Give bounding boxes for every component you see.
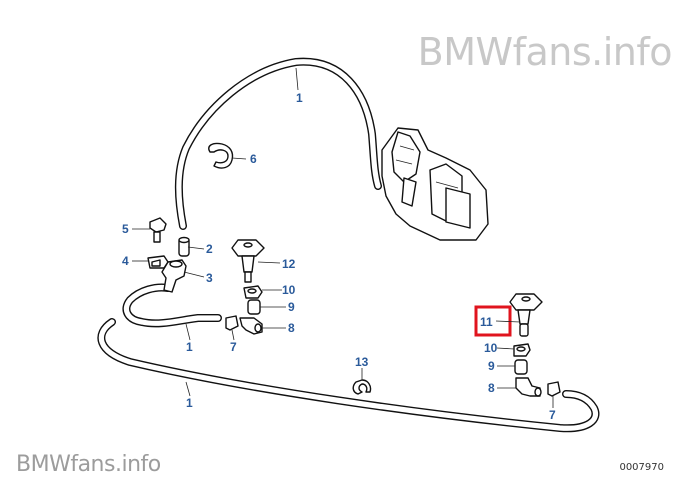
hose-top [174, 57, 382, 230]
nozzle-right [509, 293, 543, 337]
elbow-right [515, 377, 542, 397]
label-item-5: 5 [122, 222, 129, 236]
hose-left [122, 283, 222, 328]
label-hose-bottom: 1 [186, 396, 193, 410]
t-piece [161, 259, 187, 293]
grommet-right [513, 343, 531, 357]
watermark-top: BMWfans.info [417, 30, 673, 74]
label-item-7-left: 7 [230, 340, 237, 354]
label-hose-left: 1 [186, 340, 193, 354]
label-item-8-left: 8 [288, 321, 295, 335]
label-nozzle-12: 12 [282, 257, 296, 271]
label-item-10-right: 10 [484, 341, 498, 355]
bracket-clip [208, 142, 234, 169]
check-valve-right [547, 381, 561, 397]
grommet-left [243, 285, 263, 299]
connector [178, 236, 190, 257]
label-hose-top: 1 [296, 91, 303, 105]
watermark-bottom: BMWfans.info [16, 452, 161, 477]
label-item-3: 3 [206, 271, 213, 285]
highlight-box [474, 305, 512, 337]
label-item-10-left: 10 [282, 283, 296, 297]
check-valve-left [225, 315, 239, 331]
hose-clip [352, 379, 372, 395]
elbow-left [239, 317, 263, 335]
screw [149, 217, 167, 243]
label-item-2: 2 [206, 242, 213, 256]
label-item-9-left: 9 [288, 300, 295, 314]
label-nozzle-11: 11 [480, 315, 493, 329]
sleeve-left [247, 299, 261, 315]
diagram-code: 0007970 [619, 462, 664, 473]
label-item-4: 4 [122, 254, 129, 268]
nozzle-left [231, 239, 265, 283]
label-item-8-right: 8 [488, 381, 495, 395]
label-item-9-right: 9 [488, 359, 495, 373]
label-bracket-6: 6 [250, 152, 257, 166]
label-item-13: 13 [355, 355, 369, 369]
leader-lines [132, 67, 554, 408]
hose-bottom [97, 318, 600, 433]
callouts: 1 6 5 4 2 3 12 10 9 8 7 1 1 13 11 10 9 8… [122, 91, 556, 422]
label-item-7-right: 7 [549, 408, 556, 422]
sleeve-right [514, 359, 528, 375]
washer-reservoir [381, 127, 489, 241]
